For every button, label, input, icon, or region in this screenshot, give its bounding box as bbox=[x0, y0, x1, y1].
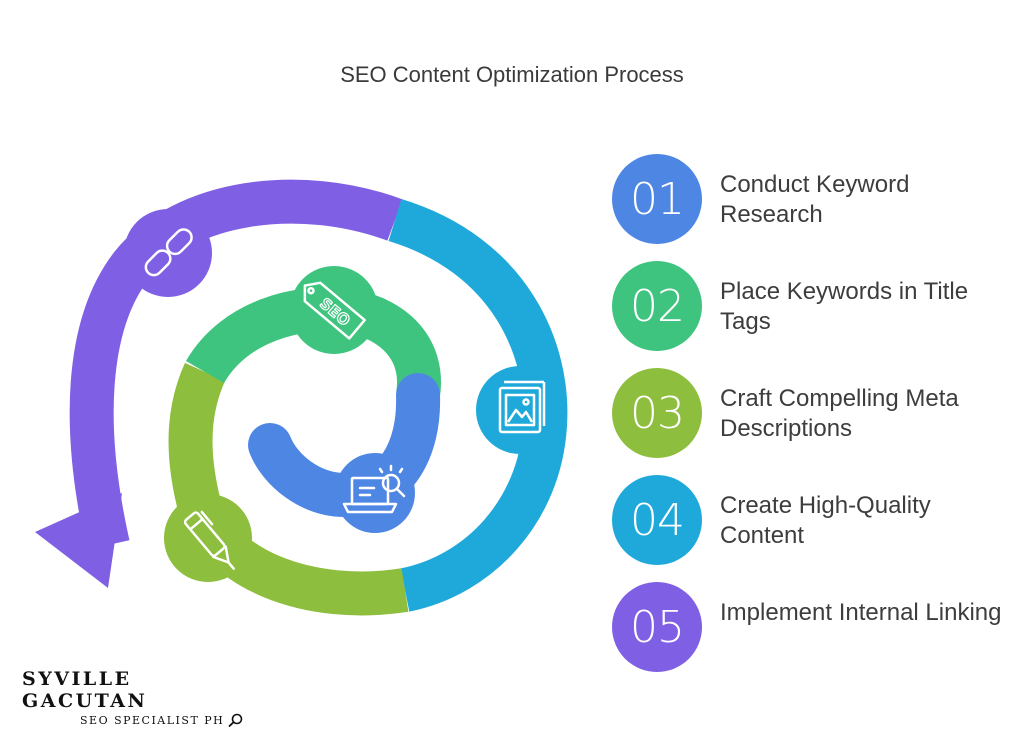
step-02: 02 Place Keywords in Title Tags bbox=[612, 261, 1012, 351]
step-number-04: 04 bbox=[612, 475, 702, 565]
step-number-05: 05 bbox=[612, 582, 702, 672]
step-label-04: Create High-Quality Content bbox=[720, 492, 931, 549]
image-book-icon bbox=[476, 366, 564, 454]
laptop-search-icon bbox=[335, 453, 415, 533]
step-label-03: Craft Compelling Meta Descriptions bbox=[720, 385, 959, 442]
step-number-01: 01 bbox=[612, 154, 702, 244]
brand-subtitle: SEO SPECIALIST PH bbox=[80, 713, 225, 727]
step-label-02: Place Keywords in Title Tags bbox=[720, 278, 969, 335]
step-01: 01 Conduct Keyword Research bbox=[612, 154, 1012, 244]
step-label-05: Implement Internal Linking bbox=[720, 599, 1002, 626]
brand-subtitle-row: SEO SPECIALIST PH bbox=[80, 713, 262, 727]
step-03: 03 Craft Compelling Meta Descriptions bbox=[612, 368, 1012, 458]
step-label-01: Conduct Keyword Research bbox=[720, 171, 910, 228]
step-05: 05 Implement Internal Linking bbox=[612, 582, 1012, 672]
seo-tag-icon: SEO bbox=[290, 266, 378, 354]
brand-logo: SYVILLE GACUTAN SEO SPECIALIST PH bbox=[22, 668, 262, 727]
pen-icon bbox=[164, 494, 252, 582]
step-04: 04 Create High-Quality Content bbox=[612, 475, 1012, 565]
step-number-03: 03 bbox=[612, 368, 702, 458]
brand-name: SYVILLE GACUTAN bbox=[22, 668, 148, 712]
step-number-02: 02 bbox=[612, 261, 702, 351]
link-icon bbox=[124, 209, 212, 297]
diagram-title: SEO Content Optimization Process bbox=[340, 62, 684, 87]
magnifier-icon bbox=[228, 713, 243, 727]
